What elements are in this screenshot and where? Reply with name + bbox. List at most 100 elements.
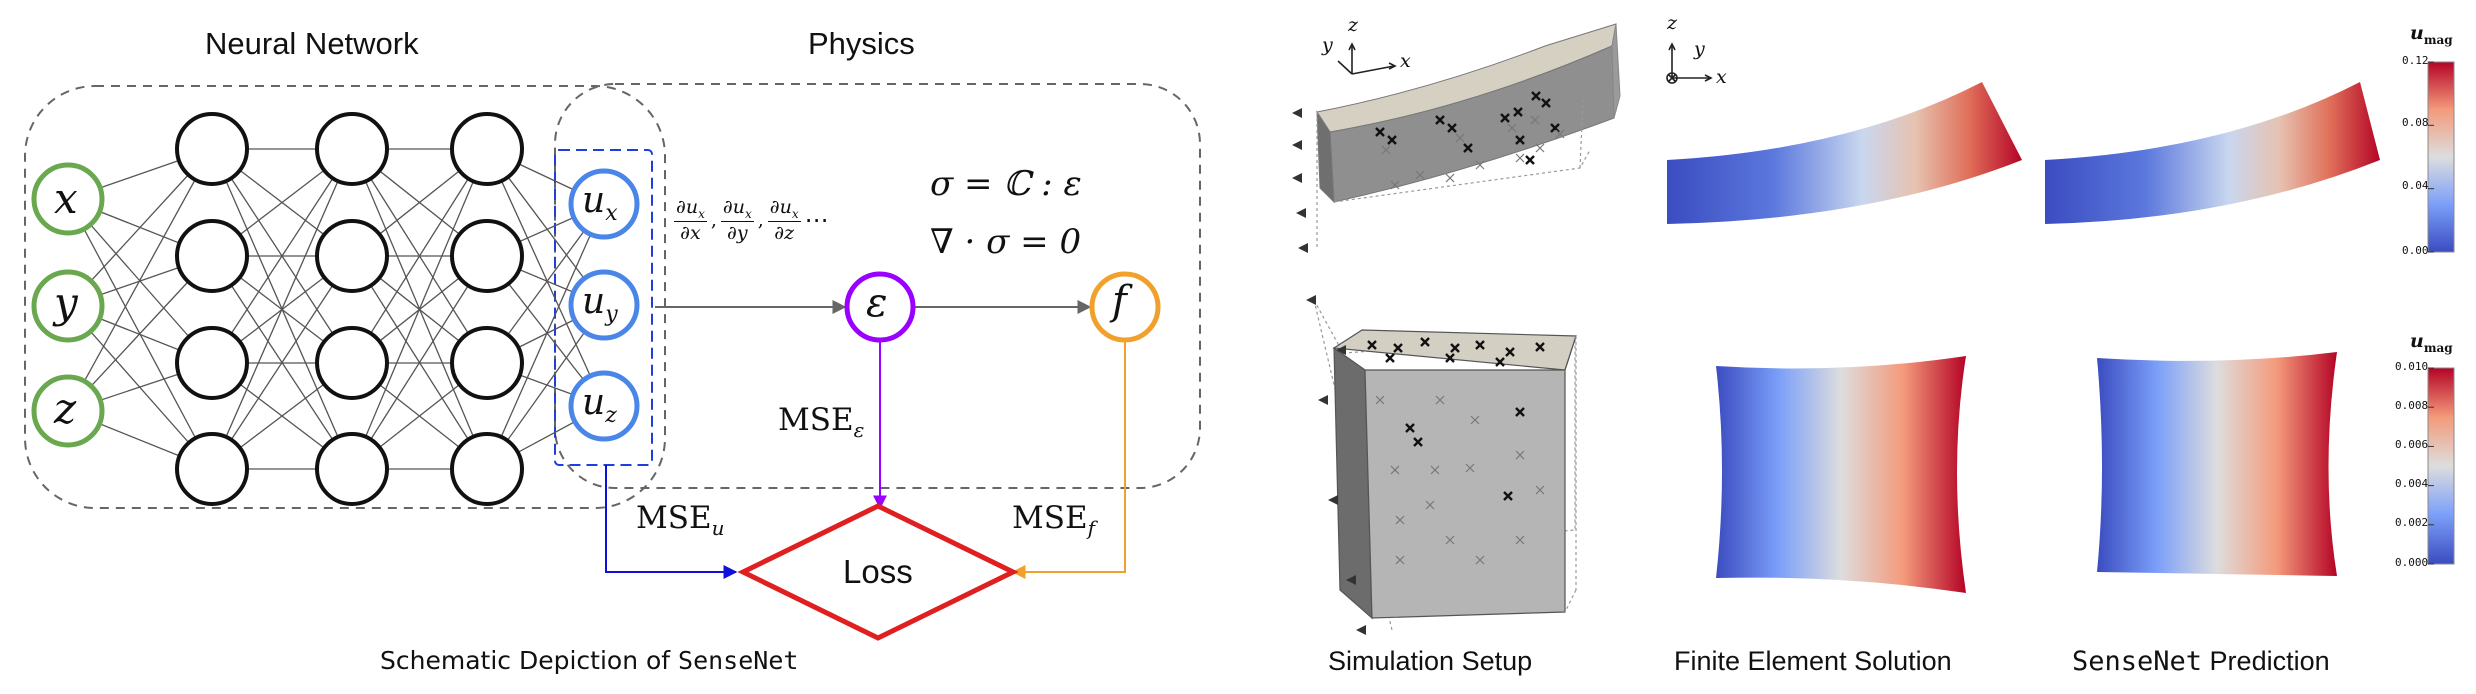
derivative-terms: ∂ux ∂x , ∂ux ∂y , ∂ux ∂z ⋯ xyxy=(674,196,829,244)
equation-equilibrium: ∇ · σ = 0 xyxy=(930,222,1082,262)
sensor-marker xyxy=(1495,357,1505,367)
sensor-marker xyxy=(1390,180,1400,190)
fixed-supports xyxy=(1306,295,1366,635)
network-edge xyxy=(211,148,353,364)
left-caption: Schematic Depiction of SenseNet xyxy=(380,646,799,675)
cbar-bottom-tick: 0.002 xyxy=(2395,516,2429,529)
sensor-marker xyxy=(1445,353,1455,363)
axis-z-setup: z xyxy=(1348,14,1359,36)
strain-node-label: ε xyxy=(866,280,888,326)
network-schematic xyxy=(24,83,1201,641)
input-layer xyxy=(31,162,105,448)
sensor-marker xyxy=(1447,123,1457,133)
sensor-marker xyxy=(1505,347,1515,357)
network-edge xyxy=(486,148,605,407)
equation-constitutive: σ = ℂ : ε xyxy=(930,164,1082,204)
loss-label: Loss xyxy=(843,553,913,590)
sensor-marker xyxy=(1395,515,1405,525)
cbar-top-tick: 0.00 xyxy=(2402,244,2429,257)
sensor-marker xyxy=(1425,500,1435,510)
sensor-marker xyxy=(1500,113,1510,123)
sensor-marker xyxy=(1503,491,1513,501)
fe-beam-view xyxy=(1666,42,2022,224)
hidden-node xyxy=(175,432,249,506)
output-label-ux: ux xyxy=(582,180,618,227)
caption-simulation-setup: Simulation Setup xyxy=(1328,646,1533,676)
force-node-label: f xyxy=(1112,278,1127,324)
axis-triad-setup xyxy=(1337,42,1397,75)
sensor-marker xyxy=(1515,535,1525,545)
sensor-marker xyxy=(1530,115,1540,125)
sensor-marker xyxy=(1555,129,1565,139)
mse-force-label: MSEf xyxy=(1012,500,1096,541)
sensor-marker xyxy=(1475,340,1485,350)
sensor-markers xyxy=(1375,91,1565,190)
sensor-marker xyxy=(1463,143,1473,153)
network-edge xyxy=(211,148,353,470)
hidden-node xyxy=(175,219,249,293)
caption-fe-solution: Finite Element Solution xyxy=(1674,646,1952,676)
sensor-marker xyxy=(1455,133,1465,143)
sensor-marker xyxy=(1507,123,1517,133)
cbar-bottom-tick: 0.000 xyxy=(2395,556,2429,569)
fixed-supports xyxy=(1292,108,1308,253)
sensor-marker xyxy=(1445,173,1455,183)
cbar-top-tick: 0.04 xyxy=(2402,179,2429,192)
sensor-marker xyxy=(1395,555,1405,565)
hidden-node xyxy=(315,112,389,186)
output-layer xyxy=(568,168,640,442)
output-node-uy xyxy=(568,269,640,341)
sensor-marker xyxy=(1420,337,1430,347)
sensor-marker xyxy=(1375,395,1385,405)
sensor-marker xyxy=(1515,407,1525,417)
input-node-x xyxy=(31,162,105,236)
sensor-marker xyxy=(1405,423,1415,433)
sensor-marker xyxy=(1541,98,1551,108)
output-label-uz: uz xyxy=(582,382,617,429)
sensor-marker xyxy=(1525,155,1535,165)
hidden-layers xyxy=(175,112,524,506)
sensor-marker xyxy=(1535,143,1545,153)
axis-y-fe: y xyxy=(1694,38,1705,60)
header-neural-network: Neural Network xyxy=(205,26,419,61)
axis-y-setup: y xyxy=(1322,34,1333,56)
beam-setup-view xyxy=(1292,23,1621,253)
cube-setup-view xyxy=(1306,295,1577,635)
mse-force-path xyxy=(1011,340,1126,579)
sensor-marker xyxy=(1415,170,1425,180)
sensor-marker xyxy=(1535,485,1545,495)
input-node-y xyxy=(31,269,105,343)
hidden-node xyxy=(315,326,389,400)
cbar-bottom-tick: 0.006 xyxy=(2395,438,2429,451)
sensor-marker xyxy=(1375,127,1385,137)
sensenet-cube-view xyxy=(2097,352,2337,576)
sensor-marker xyxy=(1367,340,1377,350)
mse-u-path xyxy=(605,465,738,579)
sensor-marker xyxy=(1513,107,1523,117)
sensor-marker xyxy=(1413,437,1423,447)
colorbar-bottom xyxy=(2427,367,2455,565)
sensor-marker xyxy=(1515,153,1525,163)
hidden-node xyxy=(450,112,524,186)
cbar-bottom-tick: 0.004 xyxy=(2395,477,2429,490)
sensor-marker xyxy=(1475,555,1485,565)
output-selection-box xyxy=(554,149,653,466)
network-edge xyxy=(67,148,213,412)
sensor-marker xyxy=(1430,465,1440,475)
hidden-node xyxy=(175,326,249,400)
network-edge xyxy=(351,255,488,470)
axis-triad-fe xyxy=(1666,42,1713,84)
cbar-top-tick: 0.08 xyxy=(2402,116,2429,129)
colorbar-bottom-title: umag xyxy=(2410,330,2453,355)
sensor-markers xyxy=(1367,337,1545,565)
loss-diamond xyxy=(737,503,1019,641)
caption-sensenet-prediction: SenseNet Prediction xyxy=(2072,646,2330,677)
physics-region xyxy=(554,83,1201,489)
output-label-uy: uy xyxy=(582,281,618,328)
output-node-uz xyxy=(568,370,640,442)
cbar-top-tick: 0.12 xyxy=(2402,54,2429,67)
sensor-marker xyxy=(1515,135,1525,145)
sensor-marker xyxy=(1390,465,1400,475)
header-physics: Physics xyxy=(808,26,915,61)
hidden-node xyxy=(175,112,249,186)
